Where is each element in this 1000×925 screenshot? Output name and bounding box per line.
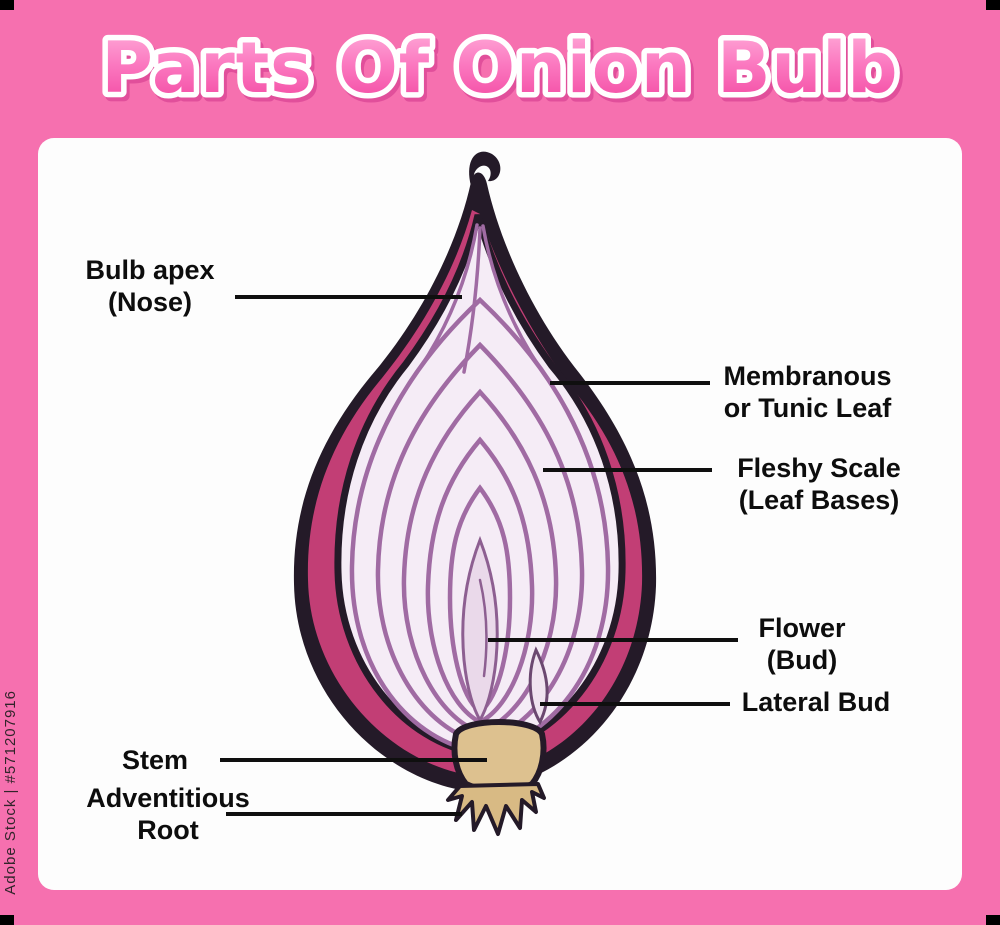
label-lateral-bud: Lateral Bud: [736, 686, 896, 718]
corner-mark-bottom-right: [986, 915, 1000, 925]
stem-basal-plate: [451, 719, 547, 795]
pointer-line-membranous: [550, 381, 710, 385]
label-bulb-apex: Bulb apex (Nose): [60, 254, 240, 318]
label-stem-line1: Stem: [121, 745, 189, 775]
pointer-line-flower: [488, 638, 738, 642]
label-flower-line2: (Bud): [766, 645, 838, 675]
flower-bud: [461, 535, 499, 723]
label-stem: Stem: [95, 744, 215, 776]
stock-watermark: Adobe Stock | #571207916: [2, 690, 19, 895]
label-membranous: Membranous or Tunic Leaf: [700, 360, 915, 424]
label-flower: Flower (Bud): [742, 612, 862, 676]
label-fleshy-scale-line2: (Leaf Bases): [738, 485, 900, 515]
label-lateral-bud-line1: Lateral Bud: [741, 687, 891, 717]
label-fleshy-scale: Fleshy Scale (Leaf Bases): [713, 452, 925, 516]
pointer-line-bulb-apex: [235, 295, 462, 299]
title-banner: Parts Of Onion Bulb: [96, 22, 903, 115]
label-bulb-apex-line2: (Nose): [107, 287, 192, 317]
label-adventitious-root-line2: Root: [137, 815, 199, 845]
flower-bud-inner-line: [478, 578, 488, 678]
page-title: Parts Of Onion Bulb: [102, 27, 899, 109]
label-fleshy-scale-line1: Fleshy Scale: [737, 453, 901, 483]
label-membranous-line2: or Tunic Leaf: [723, 393, 892, 423]
label-adventitious-root-line1: Adventitious: [86, 783, 250, 813]
corner-mark-top-left: [0, 0, 14, 10]
pointer-line-stem: [220, 758, 487, 762]
label-adventitious-root: Adventitious Root: [72, 782, 264, 846]
pointer-line-lateral-bud: [540, 702, 730, 706]
label-flower-line1: Flower: [758, 613, 846, 643]
label-membranous-line1: Membranous: [723, 361, 892, 391]
label-bulb-apex-line1: Bulb apex: [85, 255, 215, 285]
adventitious-roots: [446, 782, 546, 836]
corner-mark-top-right: [986, 0, 1000, 10]
corner-mark-bottom-left: [0, 915, 14, 925]
onion-tip-curl-icon: [469, 151, 501, 192]
pointer-line-adventitious-root: [226, 812, 462, 816]
pointer-line-fleshy-scale: [543, 468, 712, 472]
